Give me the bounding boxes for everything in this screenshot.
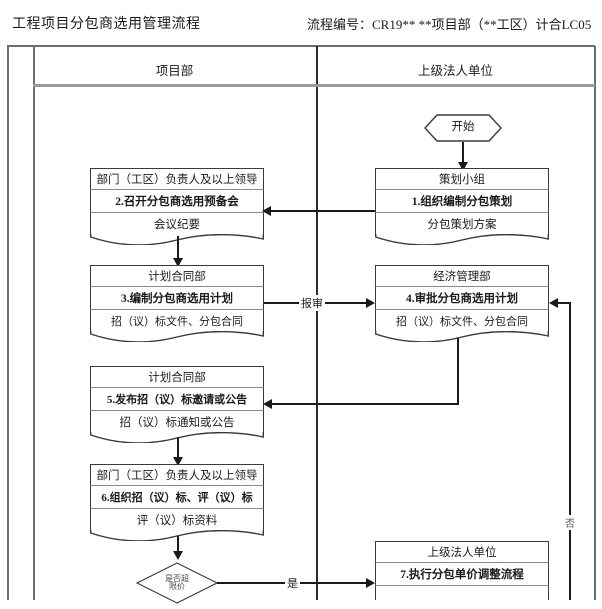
node-6-document: 评（议）标资料 — [90, 509, 264, 531]
node-5-publish-invitation[interactable]: 计划合同部 5.发布招（议）标邀请或公告 招（议）标通知或公告 — [90, 366, 264, 443]
node-1-document: 分包策划方案 — [375, 213, 549, 235]
node-6-action: 6.组织招（议）标、评（议）标 — [90, 486, 264, 509]
node-7-price-adjustment[interactable]: 上级法人单位 7.执行分包单价调整流程 — [375, 541, 549, 600]
decision-label: 是否超 限价 — [136, 562, 218, 604]
node-5-role: 计划合同部 — [90, 366, 264, 388]
decision-label-line2: 限价 — [169, 582, 185, 591]
edge-label-submit-review: 报审 — [299, 295, 325, 311]
edge-n4-down — [457, 338, 459, 405]
arrowhead-n3-to-n4 — [366, 298, 375, 308]
edge-start-to-n1 — [462, 142, 464, 166]
frame-left-border — [7, 46, 9, 600]
frame-right-border — [594, 46, 596, 600]
process-code: 流程编号：CR19** **项目部（**工区）计合LC05 — [307, 17, 592, 32]
arrowhead-n4-to-n5 — [263, 399, 272, 409]
edge-n1-to-n2 — [271, 210, 375, 212]
edge-n4-to-n5 — [272, 403, 458, 405]
arrowhead-n6-to-decision — [173, 551, 183, 560]
node-7-action: 7.执行分包单价调整流程 — [375, 563, 549, 586]
edge-n6-to-decision — [177, 536, 179, 557]
node-3-prepare-plan[interactable]: 计划合同部 3.编制分包商选用计划 招（议）标文件、分包合同 — [90, 265, 264, 342]
arrowhead-n1-to-n2 — [262, 206, 271, 216]
node-3-action: 3.编制分包商选用计划 — [90, 287, 264, 310]
node-2-document: 会议纪要 — [90, 213, 264, 235]
header-divider — [7, 45, 595, 47]
node-7-role: 上级法人单位 — [375, 541, 549, 563]
document-wave-bottom — [90, 331, 264, 342]
node-4-approve-plan[interactable]: 经济管理部 4.审批分包商选用计划 招（议）标文件、分包合同 — [375, 265, 549, 342]
node-7-document — [375, 586, 549, 600]
node-2-action: 2.召开分包商选用预备会 — [90, 190, 264, 213]
node-4-document: 招（议）标文件、分包合同 — [375, 310, 549, 332]
node-3-document: 招（议）标文件、分包合同 — [90, 310, 264, 332]
column-divider — [316, 46, 318, 600]
node-6-organize-bidding[interactable]: 部门（工区）负责人及以上领导 6.组织招（议）标、评（议）标 评（议）标资料 — [90, 464, 264, 541]
node-6-role: 部门（工区）负责人及以上领导 — [90, 464, 264, 486]
decision-over-price-limit[interactable]: 是否超 限价 — [135, 562, 219, 604]
frame-gutter-line — [33, 46, 35, 600]
node-4-role: 经济管理部 — [375, 265, 549, 287]
column-header-underline — [33, 84, 595, 87]
decision-label-line1: 是否超 — [165, 573, 189, 583]
arrowhead-no-return-to-n4 — [549, 298, 558, 308]
document-header: 工程项目分包商选用管理流程 流程编号：CR19** **项目部（**工区）计合L… — [7, 0, 595, 46]
node-5-action: 5.发布招（议）标邀请或公告 — [90, 388, 264, 411]
edge-no-return-horizontal — [558, 302, 570, 304]
node-2-preparatory-meeting[interactable]: 部门（工区）负责人及以上领导 2.召开分包商选用预备会 会议纪要 — [90, 168, 264, 245]
column-header-project-dept: 项目部 — [155, 64, 194, 78]
edge-no-return-vertical — [569, 302, 571, 600]
node-1-role: 策划小组 — [375, 168, 549, 190]
edge-label-no: 否 — [563, 515, 577, 530]
node-1-action: 1.组织编制分包策划 — [375, 190, 549, 213]
node-4-action: 4.审批分包商选用计划 — [375, 287, 549, 310]
node-5-document: 招（议）标通知或公告 — [90, 411, 264, 433]
arrowhead-decision-to-n7 — [366, 578, 375, 588]
hexagon-shape — [424, 114, 502, 142]
arrowhead-start-to-n1 — [458, 162, 468, 171]
edge-n5-to-n6 — [177, 437, 179, 463]
page-title: 工程项目分包商选用管理流程 — [12, 17, 201, 32]
node-2-role: 部门（工区）负责人及以上领导 — [90, 168, 264, 190]
node-3-role: 计划合同部 — [90, 265, 264, 287]
arrowhead-n5-to-n6 — [173, 457, 183, 466]
edge-n2-to-n3 — [177, 236, 179, 264]
edge-label-yes: 是 — [285, 575, 300, 591]
node-1-planning-team[interactable]: 策划小组 1.组织编制分包策划 分包策划方案 — [375, 168, 549, 245]
node-start-label: 开始 — [451, 121, 475, 133]
document-wave-bottom — [375, 331, 549, 342]
arrowhead-n2-to-n3 — [173, 258, 183, 267]
node-start[interactable]: 开始 — [424, 114, 502, 142]
document-wave-bottom — [375, 234, 549, 245]
column-header-superior-legal-entity: 上级法人单位 — [417, 64, 493, 78]
